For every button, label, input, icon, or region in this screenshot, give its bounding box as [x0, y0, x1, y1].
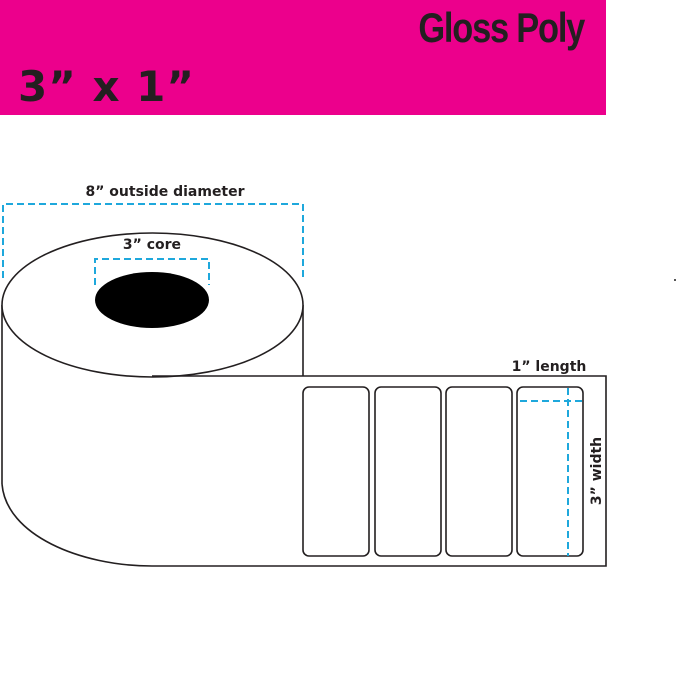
stray-mark	[674, 279, 676, 281]
label-1	[302, 386, 370, 557]
material-title: Gloss Poly	[418, 4, 585, 51]
width-label: 3” width	[589, 437, 605, 505]
label-liner-strip	[152, 375, 607, 567]
outside-diameter-dimension-line	[2, 203, 304, 278]
header-banner: Gloss Poly 3” x 1”	[0, 0, 606, 115]
dimension-lines	[2, 203, 583, 556]
core-dimension-line	[94, 258, 210, 285]
label-size-title: 3” x 1”	[18, 62, 195, 111]
label-3	[445, 386, 513, 557]
label-2	[374, 386, 442, 557]
outside-diameter-label: 8” outside diameter	[85, 184, 244, 200]
core-label: 3” core	[123, 237, 181, 253]
label-4	[516, 386, 584, 557]
core-hole	[95, 272, 209, 328]
labels	[302, 386, 584, 557]
roll-body	[1, 305, 304, 567]
length-label: 1” length	[512, 359, 587, 375]
